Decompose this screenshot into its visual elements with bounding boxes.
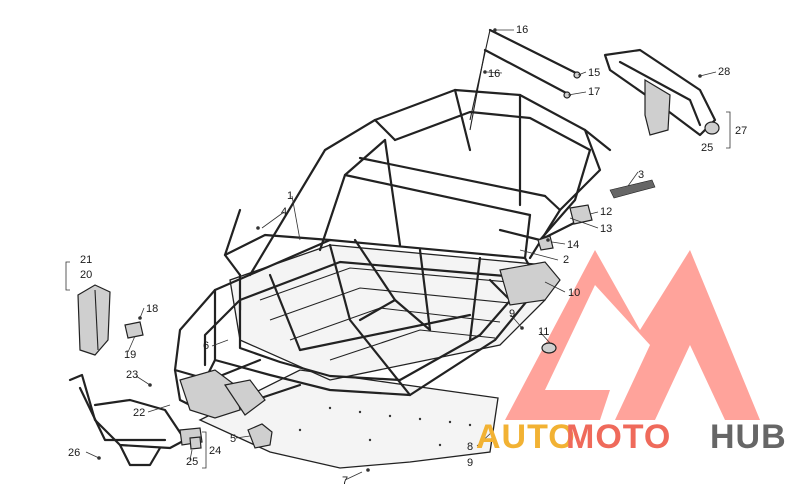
callout-25-rear: 25	[701, 142, 713, 154]
callout-14: 14	[567, 239, 579, 251]
bracket-5	[247, 423, 273, 449]
callout-5: 5	[230, 433, 236, 445]
front-bumper	[68, 373, 203, 467]
fastener-19	[124, 321, 144, 339]
panel-10	[499, 261, 561, 306]
rear-bumper-plug	[704, 121, 720, 135]
roof-rails	[469, 28, 582, 131]
grouping-brackets	[65, 111, 731, 469]
watermark-auto: AUTO	[476, 418, 576, 456]
callout-4: 4	[281, 206, 287, 218]
bracket-12	[569, 204, 593, 225]
callout-6: 6	[203, 340, 209, 352]
bushing-11	[541, 342, 557, 354]
callout-7: 7	[342, 475, 348, 487]
small-brackets	[124, 204, 593, 450]
callout-10: 10	[568, 287, 580, 299]
callout-8: 8	[467, 441, 473, 453]
callout-26: 26	[68, 447, 80, 459]
callout-20: 20	[80, 269, 92, 281]
callout-2: 2	[563, 254, 569, 266]
callout-9-lower: 9	[467, 457, 473, 469]
callout-18: 18	[146, 303, 158, 315]
callout-9-upper: 9	[509, 308, 515, 320]
callout-1: 1	[287, 190, 293, 202]
callout-labels: 1 4 2 3 5 6 7 8 9 9 10 11 12 13 14 15 16…	[68, 24, 747, 487]
callout-28: 28	[718, 66, 730, 78]
callout-22: 22	[133, 407, 145, 419]
leader-lines	[85, 29, 717, 481]
watermark-triangle-shape	[505, 250, 760, 420]
callout-16-top: 16	[516, 24, 528, 36]
callout-25-front: 25	[186, 456, 198, 468]
front-fascia	[77, 284, 111, 356]
callout-24: 24	[209, 445, 221, 457]
callout-3: 3	[638, 169, 644, 181]
rear-bumper	[603, 48, 720, 137]
callout-13: 13	[600, 223, 612, 235]
callout-19: 19	[124, 349, 136, 361]
callout-21: 21	[80, 254, 92, 266]
plug-25	[189, 436, 202, 450]
watermark-logo	[505, 250, 760, 420]
callout-15: 15	[588, 67, 600, 79]
seal-strip	[609, 179, 656, 199]
callout-11: 11	[538, 326, 549, 338]
callout-17: 17	[588, 86, 600, 98]
callout-27: 27	[735, 125, 747, 137]
callout-23: 23	[126, 369, 138, 381]
callout-16-mid: 16	[488, 68, 500, 80]
watermark-moto: MOTO	[566, 418, 671, 456]
watermark-hub: HUB	[710, 418, 787, 456]
watermark-text: AUTO MOTO HUB	[476, 418, 787, 456]
callout-12: 12	[600, 206, 612, 218]
front-suspension-mount	[179, 369, 266, 419]
